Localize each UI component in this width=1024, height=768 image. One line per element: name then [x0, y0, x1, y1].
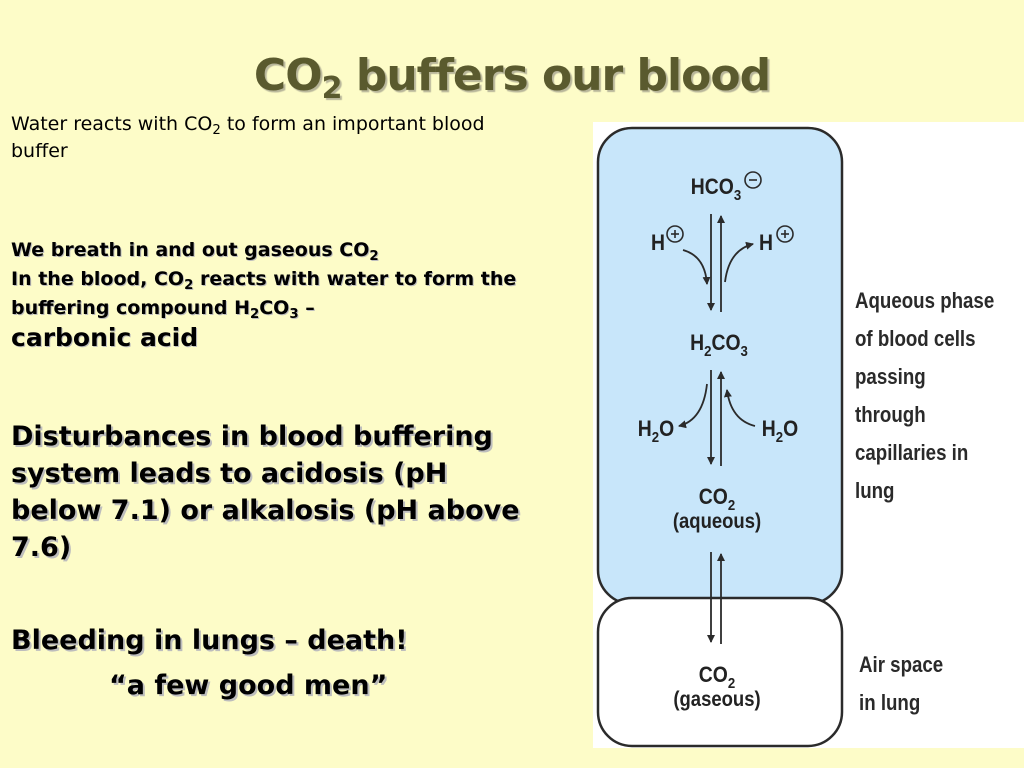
equilibrium-arrow-3 [707, 552, 725, 644]
carbonic-acid-formula: H2CO3 [690, 330, 748, 360]
water-left-label: H2O [637, 416, 675, 446]
section-gaseous-co2: We breath in and out gaseous CO2 In the … [11, 236, 571, 352]
bleeding-section: Bleeding in lungs – death! “a few good m… [11, 618, 571, 708]
quote-line: “a few good men” [109, 670, 388, 701]
blood-reaction-line: In the blood, CO2 reacts with water to f… [11, 268, 517, 322]
intro-text: Water reacts with CO2 to form an importa… [11, 113, 485, 162]
proton-right-label: H [759, 230, 773, 255]
curved-arrow-h2o-out [678, 383, 708, 429]
co2-aqueous-label: CO2 (aqueous) [672, 484, 762, 533]
co2-gaseous-label: CO2 (gaseous) [673, 662, 761, 711]
equilibrium-arrow-2 [707, 370, 725, 466]
proton-left-label: H [651, 230, 665, 255]
diagram-shapes [596, 126, 844, 748]
breath-line: We breath in and out gaseous CO2 [11, 239, 379, 264]
water-right-label: H2O [761, 416, 799, 446]
equilibrium-arrow-1 [707, 214, 725, 312]
bleeding-line: Bleeding in lungs – death! [11, 625, 408, 656]
slide-title: CO2 buffers our blood [253, 50, 771, 106]
plus-charge-icon-right [776, 225, 794, 243]
air-space-compartment [596, 596, 844, 748]
bicarbonate-label: HCO3 [690, 174, 742, 204]
aqueous-phase-label: Aqueous phase of blood cells passing thr… [855, 288, 995, 503]
plus-charge-icon-left [666, 225, 684, 243]
carbonic-acid-label: carbonic acid [11, 323, 199, 352]
curved-arrow-h-out [724, 241, 754, 283]
minus-charge-icon [744, 171, 762, 189]
co2-buffer-diagram: HCO3 H H H2CO3 H2O H2O CO2 (aqueous) CO2… [593, 122, 1024, 748]
curved-arrow-h-in [682, 249, 711, 285]
disturbances-text: Disturbances in blood buffering system l… [11, 421, 520, 563]
curved-arrow-h2o-in [723, 389, 756, 427]
air-space-label: Air space in lung [859, 652, 944, 715]
